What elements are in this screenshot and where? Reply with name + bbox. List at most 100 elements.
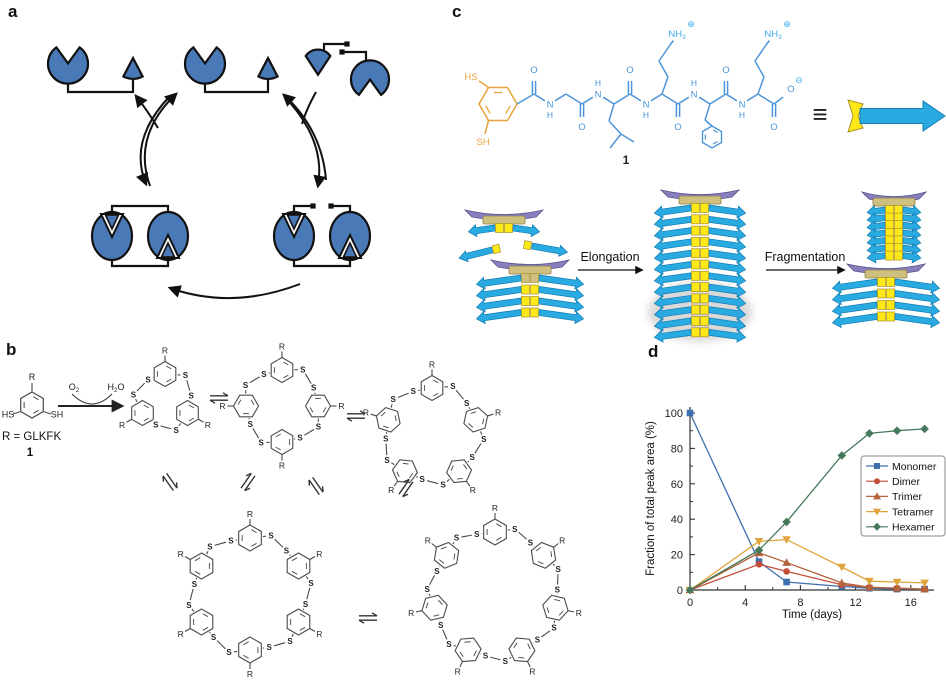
svg-text:20: 20	[671, 550, 683, 562]
svg-text:O2: O2	[69, 382, 80, 394]
svg-text:S: S	[464, 399, 470, 408]
svg-text:S: S	[308, 579, 314, 588]
svg-text:R: R	[559, 535, 565, 545]
svg-text:S: S	[268, 531, 274, 540]
svg-text:R: R	[29, 372, 36, 382]
svg-text:≡: ≡	[812, 99, 827, 129]
svg-text:N: N	[547, 99, 554, 110]
svg-text:4: 4	[742, 597, 748, 609]
svg-text:S: S	[183, 371, 189, 380]
svg-text:R: R	[529, 666, 535, 676]
svg-text:S: S	[287, 637, 293, 646]
svg-text:R: R	[455, 666, 461, 676]
svg-text:Monomer: Monomer	[892, 461, 937, 473]
svg-text:12: 12	[849, 597, 861, 609]
svg-text:S: S	[284, 547, 290, 556]
svg-text:N: N	[739, 99, 746, 110]
svg-text:R = GLKFK: R = GLKFK	[2, 431, 61, 443]
svg-text:Trimer: Trimer	[892, 491, 922, 503]
svg-text:S: S	[300, 365, 306, 374]
svg-text:Elongation: Elongation	[580, 250, 639, 264]
svg-text:R: R	[219, 401, 225, 411]
svg-text:R: R	[363, 408, 369, 418]
svg-text:S: S	[454, 534, 460, 543]
svg-text:S: S	[259, 438, 265, 447]
svg-text:S: S	[207, 542, 213, 551]
svg-text:O: O	[674, 122, 681, 133]
svg-text:NH3: NH3	[764, 29, 782, 41]
svg-text:S: S	[551, 624, 557, 633]
svg-text:H: H	[547, 110, 553, 120]
svg-text:O: O	[578, 122, 585, 133]
svg-text:0: 0	[677, 585, 683, 597]
svg-text:S: S	[474, 530, 480, 539]
svg-text:S: S	[192, 580, 198, 589]
svg-text:O: O	[770, 122, 777, 133]
svg-text:S: S	[297, 434, 303, 443]
svg-text:40: 40	[671, 514, 683, 526]
svg-text:S: S	[503, 657, 509, 666]
svg-text:S: S	[383, 434, 389, 443]
svg-text:R: R	[316, 549, 322, 559]
svg-text:R: R	[247, 509, 253, 519]
svg-text:⊕: ⊕	[687, 19, 695, 29]
svg-text:S: S	[266, 643, 272, 652]
svg-text:Hexamer: Hexamer	[892, 522, 935, 534]
svg-text:NH3: NH3	[668, 29, 686, 41]
svg-text:H: H	[595, 78, 601, 88]
svg-text:S: S	[188, 391, 194, 400]
svg-text:S: S	[311, 384, 317, 393]
svg-text:S: S	[261, 370, 267, 379]
svg-text:S: S	[411, 387, 417, 396]
svg-text:S: S	[153, 421, 159, 430]
svg-text:SH: SH	[51, 410, 64, 420]
svg-text:Time (days): Time (days)	[782, 609, 842, 621]
replication-cycle-diagram	[46, 41, 391, 299]
svg-text:S: S	[391, 395, 397, 404]
svg-text:S: S	[528, 538, 534, 547]
svg-text:R: R	[338, 401, 344, 411]
svg-text:S: S	[316, 423, 322, 432]
svg-text:S: S	[434, 567, 440, 576]
svg-text:S: S	[211, 633, 217, 642]
svg-text:R: R	[425, 535, 431, 545]
svg-text:S: S	[131, 390, 137, 399]
svg-text:H: H	[739, 110, 745, 120]
svg-text:R: R	[316, 629, 322, 639]
svg-text:S: S	[446, 640, 452, 649]
svg-text:Fragmentation: Fragmentation	[765, 250, 846, 264]
svg-text:S: S	[145, 375, 151, 384]
svg-text:S: S	[384, 456, 390, 465]
svg-text:R: R	[279, 342, 285, 352]
svg-text:R: R	[492, 503, 498, 513]
svg-text:R: R	[119, 420, 125, 430]
svg-text:H2O: H2O	[108, 382, 125, 394]
svg-text:S: S	[535, 636, 541, 645]
svg-text:S: S	[248, 420, 254, 429]
svg-text:H: H	[691, 78, 697, 88]
svg-text:1: 1	[27, 447, 34, 459]
svg-text:0: 0	[687, 597, 693, 609]
svg-text:S: S	[438, 621, 444, 630]
svg-text:S: S	[226, 648, 232, 657]
svg-text:HS: HS	[464, 72, 477, 83]
svg-text:O: O	[787, 84, 794, 95]
panel-c-label: c	[452, 2, 462, 21]
svg-text:O: O	[626, 65, 633, 76]
svg-text:R: R	[470, 485, 476, 495]
svg-text:S: S	[425, 585, 431, 594]
svg-text:R: R	[178, 629, 184, 639]
svg-text:S: S	[512, 525, 518, 534]
svg-text:R: R	[429, 360, 435, 370]
svg-text:S: S	[481, 435, 487, 444]
svg-text:O: O	[530, 65, 537, 76]
svg-text:R: R	[162, 346, 168, 356]
svg-text:R: R	[205, 420, 211, 430]
panel-b-label: b	[6, 340, 17, 359]
svg-text:S: S	[228, 537, 234, 546]
svg-text:Dimer: Dimer	[892, 476, 921, 488]
